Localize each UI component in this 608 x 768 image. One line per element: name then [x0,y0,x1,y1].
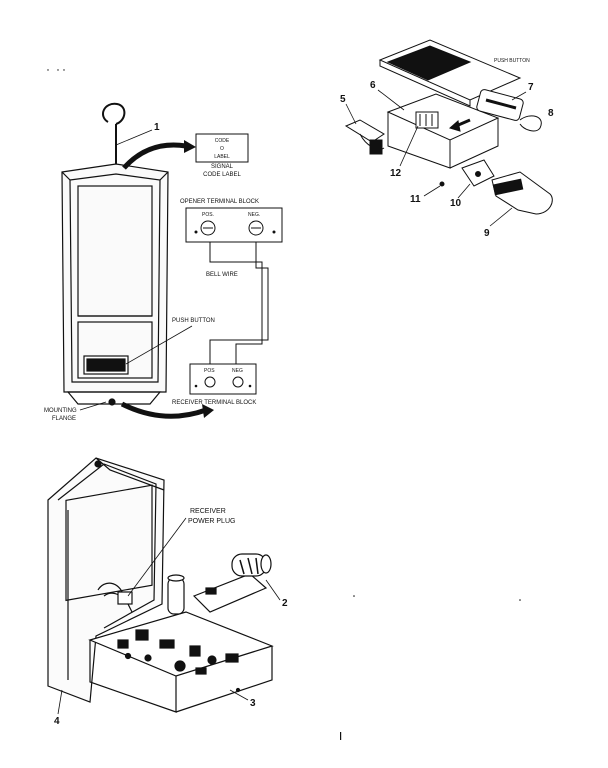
mounting-flange-line-1: MOUNTING [44,408,77,414]
receiver-power-plug-line-1: RECEIVER [190,508,226,515]
signal-label-line-1: SIGNAL [211,164,234,170]
arrow-to-code-label [122,142,187,170]
bell-wire [209,242,269,366]
callout-3: 3 [250,698,256,709]
callout-12: 12 [390,168,402,179]
open-receiver-illustration [47,457,274,713]
callout-10: 10 [450,198,462,209]
receiver-callouts: 2 3 4 [54,579,288,727]
bell-wire-label: BELL WIRE [206,272,238,278]
callout-2: 2 [282,598,288,609]
receiver-neg-label: NEG [232,368,243,374]
arrow-to-receiver-block [120,401,207,419]
callout-7: 7 [528,82,534,93]
opener-terminal-block-label: OPENER TERMINAL BLOCK [180,199,259,205]
receiver-power-plug-line-2: POWER PLUG [188,518,235,525]
code-label-card: CODE O LABEL SIGNAL CODE LABEL [195,133,249,178]
callout-1: 1 [154,122,160,133]
callout-11: 11 [410,194,421,205]
arrow-head-icon [184,140,196,153]
callout-8: 8 [548,108,554,119]
push-button-label: PUSH BUTTON [172,318,215,324]
callout-4: 4 [54,716,60,727]
arrow-head-icon [202,404,214,418]
receiver-pos-label: POS [204,368,215,374]
receiver-terminal-block-label: RECEIVER TERMINAL BLOCK [172,400,256,406]
receiver-unit-illustration [61,102,169,406]
transmitter-callouts: 5 6 7 8 9 10 11 12 [340,80,554,239]
opener-terminal-block: OPENER TERMINAL BLOCK POS. NEG. [180,199,283,243]
receiver-terminal-block: POS NEG [189,363,257,395]
callout-6: 6 [370,80,376,91]
opener-neg-label: NEG. [248,212,260,218]
callout-9: 9 [484,228,490,239]
code-label-line-2: O [220,146,224,152]
opener-pos-label: POS. [202,212,214,218]
mounting-flange-line-2: FLANGE [52,416,76,422]
code-label-line-3: LABEL [214,154,230,160]
code-label-line-1: CODE [215,138,230,144]
push-button-small-label: PUSH BUTTON [494,58,530,64]
signal-label-line-2: CODE LABEL [203,172,241,178]
scan-specks [47,69,521,740]
transmitter-exploded-illustration [344,39,553,215]
callout-5: 5 [340,94,346,105]
